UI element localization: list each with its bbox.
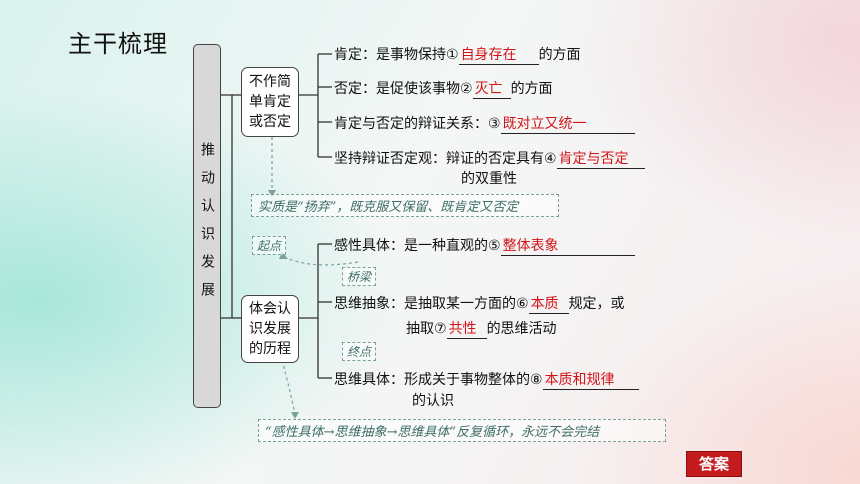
item-dialectical-negation-line2: 的双重性	[461, 171, 517, 187]
answer-5: 整体表象	[500, 235, 635, 256]
group1-label-line: 不作简	[249, 74, 291, 90]
group1-label-line: 单肯定	[249, 94, 291, 110]
page-title: 主干梳理	[68, 30, 168, 58]
root-node: 推动认识发展	[193, 44, 221, 408]
group2-note: “感性具体→思维抽象→思维具体”反复循环，永远不会完结	[258, 419, 666, 442]
answer-3: 既对立又统一	[500, 113, 635, 134]
group2-box: 体会认 识发展 的历程	[241, 295, 299, 363]
tag-bridge: 桥梁	[342, 267, 377, 286]
answer-7: 共性	[446, 318, 487, 339]
group2-label-line: 体会认	[249, 301, 291, 317]
group2-label-line: 识发展	[249, 321, 291, 337]
answer-button[interactable]: 答案	[686, 451, 742, 477]
group2-label-line: 的历程	[249, 341, 291, 357]
group1-box: 不作简 单肯定 或否定	[241, 67, 299, 137]
item-thinking-concrete-line2: 的认识	[412, 393, 454, 409]
tag-start: 起点	[252, 236, 287, 255]
group1-label-line: 或否定	[249, 114, 291, 130]
answer-1: 自身存在	[458, 44, 539, 65]
answer-8: 本质和规律	[542, 369, 639, 390]
answer-6: 本质	[528, 293, 569, 314]
group1-note: 实质是“扬弃”，既克服又保留、既肯定又否定	[251, 194, 559, 217]
answer-4: 肯定与否定	[556, 148, 645, 169]
answer-2: 灭亡	[472, 78, 511, 99]
tag-end: 终点	[342, 342, 377, 361]
root-label: 推动认识发展	[199, 142, 215, 310]
